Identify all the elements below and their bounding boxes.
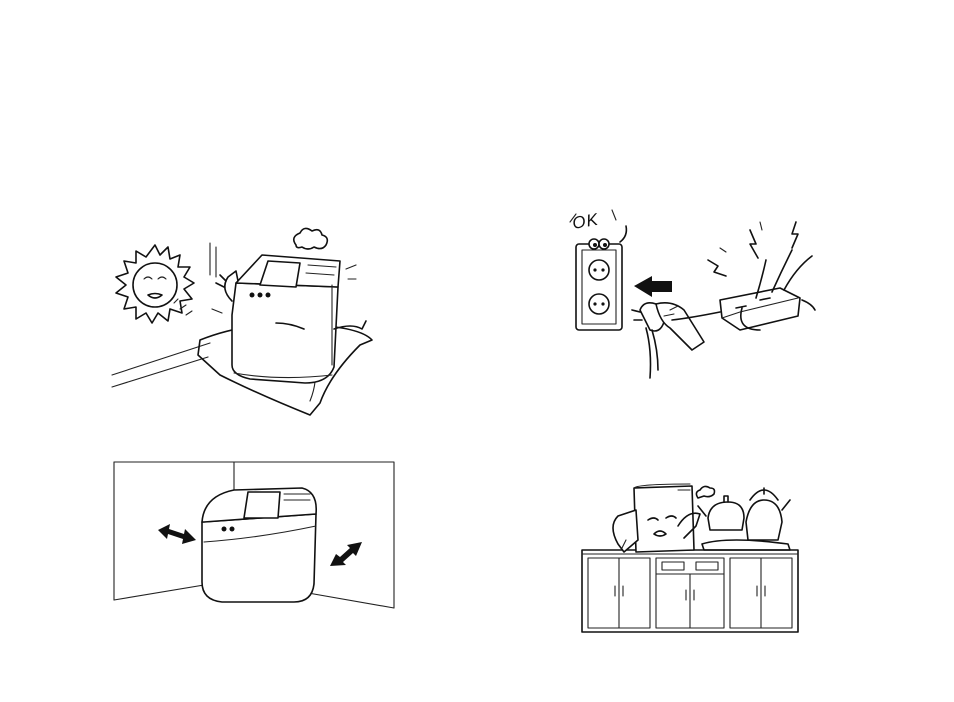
wall-outlet-icon	[576, 226, 626, 330]
bread-maker-icon	[202, 488, 316, 602]
arrow-left-icon	[634, 276, 672, 297]
ok-sign: OK	[571, 210, 600, 233]
bread-maker-icon	[212, 228, 366, 383]
power-outlet-illustration: OK	[560, 200, 815, 385]
double-arrow-icon	[330, 542, 362, 566]
corner-clearance-illustration	[114, 462, 394, 610]
kettle-icon	[698, 488, 790, 550]
sun-icon	[116, 245, 194, 323]
plug-hand-icon	[632, 303, 704, 378]
kitchen-counter-illustration	[578, 480, 803, 635]
bread-maker-icon	[613, 484, 715, 552]
spark-icon	[708, 222, 798, 276]
power-strip-icon	[672, 250, 815, 330]
double-arrow-icon	[158, 524, 196, 544]
sun-heat-illustration	[100, 225, 400, 420]
